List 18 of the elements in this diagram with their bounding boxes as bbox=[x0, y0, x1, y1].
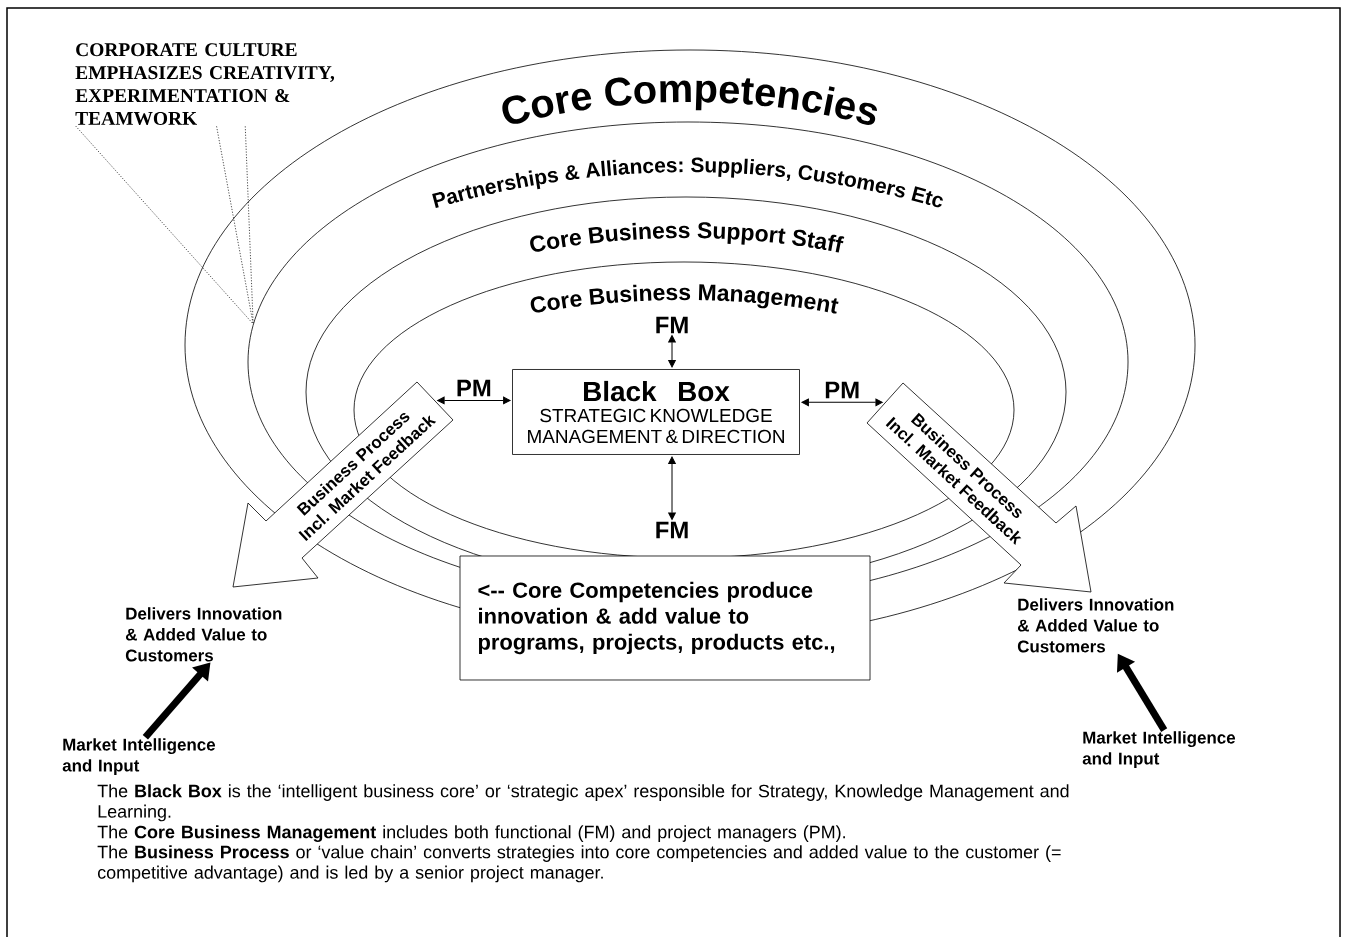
arrow bbox=[668, 335, 676, 368]
leader-line bbox=[244, 125, 254, 324]
text-box: <-- Core Competencies produce innovation & add value to programs, projects, products etc., bbox=[459, 555, 871, 681]
note-text: The Black Box is the ‘intelligent business core’ or ‘strategic apex’ responsible for Strategy, Knowledge Management and Learning. bbox=[97, 784, 1069, 822]
core-box: Black Box STRATEGIC KNOWLEDGE MANAGEMENT & DIRECTION bbox=[512, 369, 800, 455]
arrow bbox=[437, 396, 511, 405]
manager-label: FM bbox=[656, 521, 688, 539]
outcome-text: Delivers Innovation & Added Value to Customers bbox=[125, 607, 282, 662]
input-label: Market Intelligence and Input bbox=[1082, 731, 1236, 768]
edge-label: PM bbox=[823, 380, 862, 400]
arrow bbox=[668, 456, 676, 520]
note-text: The Business Process or ‘value chain’ converts strategies into core competencies and added value to the customer (= competitive advantage) and is led by a senior project manager. bbox=[97, 845, 1061, 883]
edge-label: PM bbox=[454, 378, 493, 398]
input-label: Market Intelligence and Input bbox=[62, 738, 216, 775]
arrow bbox=[801, 398, 883, 407]
manager-label: FM bbox=[656, 316, 688, 334]
leader-line bbox=[75, 125, 253, 324]
note-text: The Core Business Management includes both functional (FM) and project managers (PM). bbox=[97, 825, 845, 842]
